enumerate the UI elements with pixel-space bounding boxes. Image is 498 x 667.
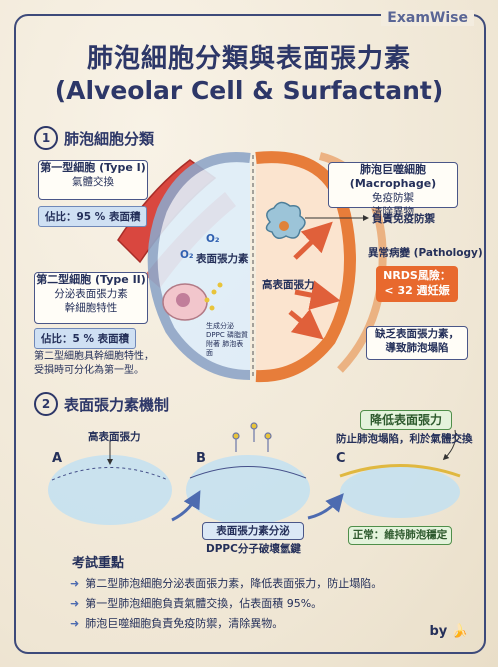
section-2-number: 2 bbox=[34, 392, 58, 416]
section-2-heading: 2 表面張力素機制 bbox=[34, 392, 169, 416]
section-1-number: 1 bbox=[34, 126, 58, 150]
type1-title: 第一型細胞 (Type I) bbox=[40, 161, 146, 174]
secretion-box: 表面張力素分泌 bbox=[202, 522, 304, 540]
type1-desc: 氣體交換 bbox=[72, 176, 114, 188]
page-frame bbox=[14, 14, 486, 654]
stage-a-label: A bbox=[52, 451, 63, 466]
macrophage-box: 肺泡巨噬細胞 (Macrophage) 免疫防禦 清除異物 bbox=[328, 162, 458, 218]
flow-arrow-2 bbox=[307, 493, 344, 520]
alveolus-left-wall bbox=[147, 152, 251, 380]
macrophage-cell bbox=[265, 201, 306, 239]
exam-heading: 考試重點 bbox=[72, 556, 125, 571]
mech-high-tension: 高表面張力 bbox=[88, 431, 141, 443]
type2-note: 第二型細胞具幹細胞特性， 受損時可分化為第一型。 bbox=[34, 350, 154, 378]
section-1-title: 肺泡細胞分類 bbox=[64, 129, 155, 148]
collapse-arrow-1 bbox=[293, 221, 333, 260]
nrds-line2: < 32 週妊娠 bbox=[384, 284, 450, 297]
type2-ratio: 佔比：5 % 表面積 bbox=[34, 328, 137, 349]
title-english: (Alveolar Cell & Surfactant) bbox=[54, 76, 444, 105]
macrophage-title: 肺泡巨噬細胞 (Macrophage) bbox=[349, 163, 437, 190]
type2-nucleus bbox=[176, 293, 190, 307]
alveolus-b bbox=[186, 455, 310, 525]
arrow-icon: ➜ bbox=[70, 616, 80, 630]
type2-box: 第二型細胞 (Type II) 分泌表面張力素 幹細胞特性 bbox=[34, 272, 148, 324]
section-2-title: 表面張力素機制 bbox=[64, 395, 170, 414]
type2-desc2: 幹細胞特性 bbox=[64, 302, 118, 314]
pathology-title: 異常病變 (Pathology) bbox=[368, 247, 483, 259]
high-tension-label: 高表面張力 bbox=[262, 279, 315, 291]
o2-label-b: O₂ bbox=[180, 249, 194, 261]
footer-by: by bbox=[429, 624, 448, 639]
exam-point: ➜ 第一型肺泡細胞負責氣體交換，佔表面積 95%。 bbox=[70, 595, 452, 611]
lower-tension-box: 降低表面張力 bbox=[360, 410, 452, 430]
stage-b-label: B bbox=[196, 451, 206, 466]
macrophage-nucleus bbox=[279, 221, 289, 231]
title-chinese: 肺泡細胞分類與表面張力素 bbox=[86, 44, 411, 74]
surfactant-dots bbox=[204, 282, 223, 311]
section-1-heading: 1 肺泡細胞分類 bbox=[34, 126, 154, 150]
alveolus-a bbox=[48, 455, 172, 525]
exam-point-text: 第二型肺泡細胞分泌表面張力素，降低表面張力，防止塌陷。 bbox=[85, 577, 383, 590]
flow-arrow-1 bbox=[171, 490, 201, 522]
exam-point-text: 肺泡巨噬細胞負責免疫防禦，清除異物。 bbox=[85, 617, 284, 630]
nrds-line1: NRDS風險： bbox=[383, 269, 451, 282]
normal-box: 正常：維持肺泡穩定 bbox=[348, 526, 452, 545]
type2-title: 第二型細胞 (Type II) bbox=[36, 273, 146, 286]
dppc-caption: DPPC分子破壞氫鍵 bbox=[206, 543, 301, 555]
macrophage-label: 負責免疫防禦 bbox=[372, 213, 435, 225]
lower-tension-desc: 防止肺泡塌陷，利於氣體交換 bbox=[336, 433, 473, 445]
exam-points: 考試重點 ➜ 第二型肺泡細胞分泌表面張力素，降低表面張力，防止塌陷。 ➜ 第一型肺泡… bbox=[60, 552, 452, 636]
stage-c-label: C bbox=[336, 451, 346, 466]
banana-icon: 🍌 bbox=[451, 624, 468, 639]
macrophage-desc2: 清除異物 bbox=[372, 206, 414, 218]
arrow-icon: ➜ bbox=[70, 596, 80, 610]
exam-point: ➜ 肺泡巨噬細胞負責免疫防禦，清除異物。 bbox=[70, 615, 452, 631]
lack-surfactant-box: 缺乏表面張力素， 導致肺泡塌陷 bbox=[366, 326, 468, 360]
o2-label-a: O₂ bbox=[206, 233, 220, 245]
collapse-arrow-3 bbox=[288, 308, 324, 340]
type2-note-line2: 受損時可分化為第一型。 bbox=[34, 365, 144, 376]
footer-credit: by 🍌 bbox=[430, 624, 469, 639]
alveolus-c bbox=[339, 464, 461, 518]
lower-tension-arrow bbox=[442, 429, 456, 461]
type1-box: 第一型細胞 (Type I) 氣體交換 bbox=[38, 160, 148, 200]
lack-line1: 缺乏表面張力素， bbox=[375, 328, 459, 340]
macrophage-desc1: 免疫防禦 bbox=[372, 192, 414, 204]
exam-point: ➜ 第二型肺泡細胞分泌表面張力素，降低表面張力，防止塌陷。 bbox=[70, 575, 452, 591]
dppc-note: 生成分泌 DPPC 磷脂質附著 肺泡表面 bbox=[206, 322, 248, 357]
collapse-arrow-2 bbox=[294, 280, 341, 310]
type2-desc1: 分泌表面張力素 bbox=[54, 288, 128, 300]
exam-point-text: 第一型肺泡細胞負責氣體交換，佔表面積 95%。 bbox=[85, 597, 323, 610]
brand-logo: ExamWise bbox=[381, 10, 474, 26]
type1-ratio: 佔比：95 % 表面積 bbox=[38, 206, 148, 227]
nrds-badge: NRDS風險： < 32 週妊娠 bbox=[376, 266, 458, 302]
type2-note-line1: 第二型細胞具幹細胞特性， bbox=[34, 351, 154, 362]
lack-line2: 導致肺泡塌陷 bbox=[385, 342, 449, 354]
arrow-icon: ➜ bbox=[70, 576, 80, 590]
surface-tension-label: 表面張力素 bbox=[196, 253, 249, 265]
dppc-molecules bbox=[232, 422, 272, 452]
